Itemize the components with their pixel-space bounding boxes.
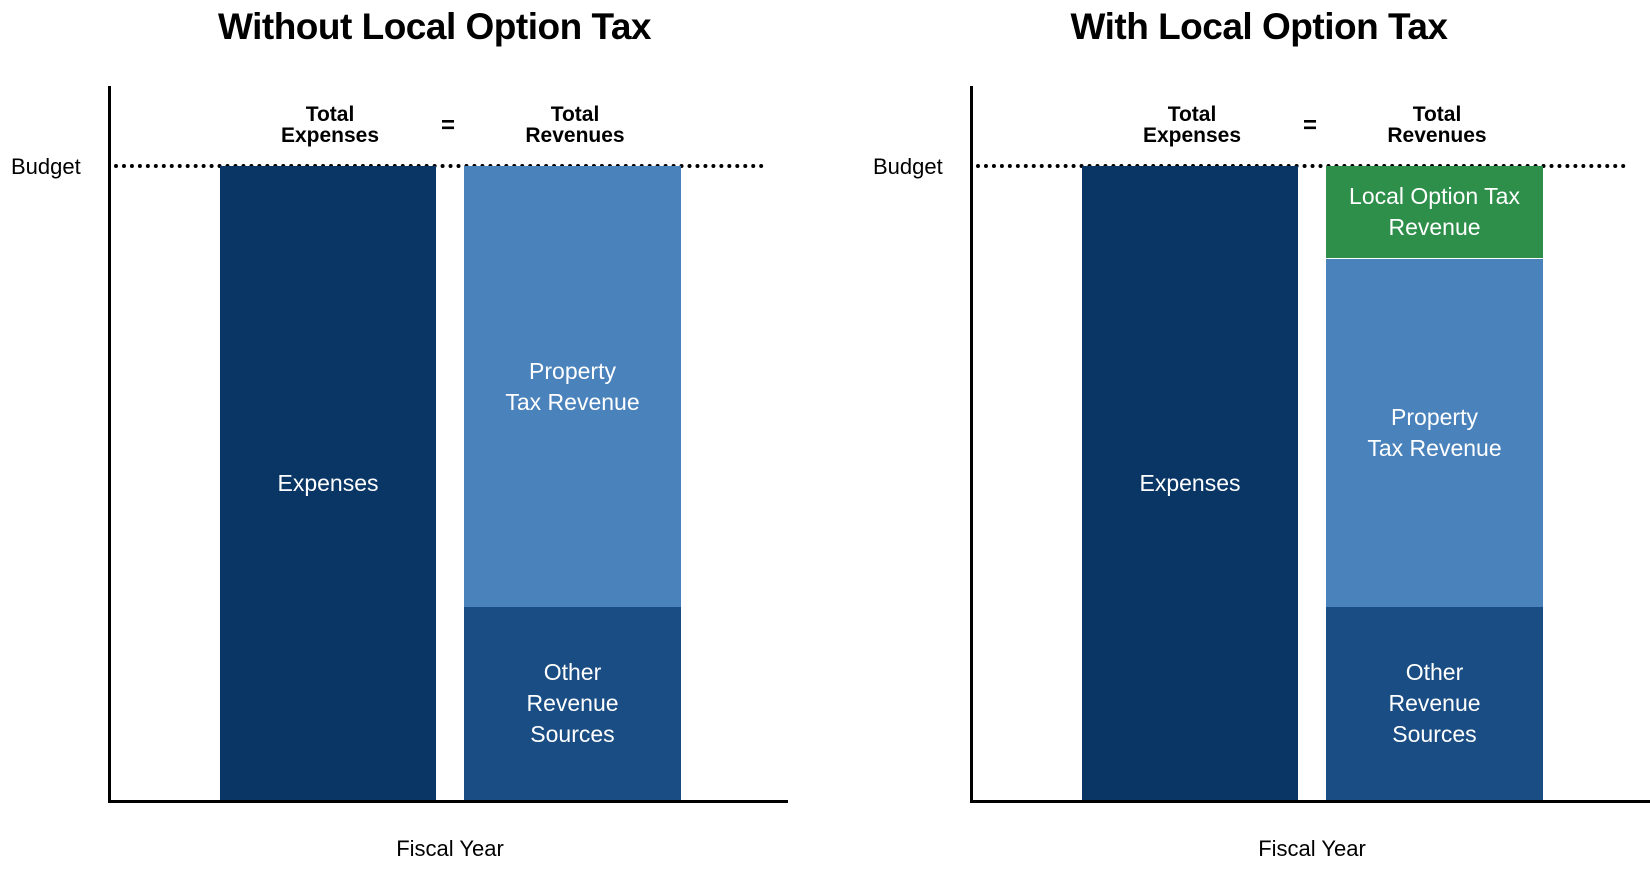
- x-axis-label: Fiscal Year: [396, 836, 504, 861]
- other-revenue-segment: Other Revenue Sources: [464, 607, 681, 800]
- header-total-revenues: Total Revenues: [525, 103, 625, 147]
- header-total-expenses: Total Expenses: [1142, 103, 1242, 147]
- budget-line: [976, 164, 1626, 168]
- budget-line: [114, 164, 764, 168]
- budget-label: Budget: [11, 154, 81, 179]
- other-revenue-segment: Other Revenue Sources: [1326, 607, 1543, 800]
- property-tax-segment: Property Tax Revenue: [464, 166, 681, 607]
- expenses-bar: Expenses: [1082, 166, 1298, 800]
- panel-title: With Local Option Tax: [1070, 6, 1448, 47]
- y-axis: [108, 86, 111, 802]
- panel-with-lot: With Local Option Tax Budget Total Expen…: [862, 0, 1650, 877]
- x-axis: [108, 800, 788, 803]
- expenses-bar: Expenses: [220, 166, 436, 800]
- y-axis: [970, 86, 973, 802]
- x-axis-label: Fiscal Year: [1258, 836, 1366, 861]
- header-total-revenues: Total Revenues: [1387, 103, 1487, 147]
- x-axis: [970, 800, 1650, 803]
- property-tax-segment: Property Tax Revenue: [1326, 259, 1543, 607]
- panel-title: Without Local Option Tax: [218, 6, 652, 47]
- local-option-tax-segment: Local Option Tax Revenue: [1326, 166, 1543, 258]
- header-total-expenses: Total Expenses: [280, 103, 380, 147]
- header-equals: =: [441, 112, 456, 139]
- header-equals: =: [1303, 112, 1318, 139]
- budget-label: Budget: [873, 154, 943, 179]
- panel-without-lot: Without Local Option Tax Budget Total Ex…: [0, 0, 820, 877]
